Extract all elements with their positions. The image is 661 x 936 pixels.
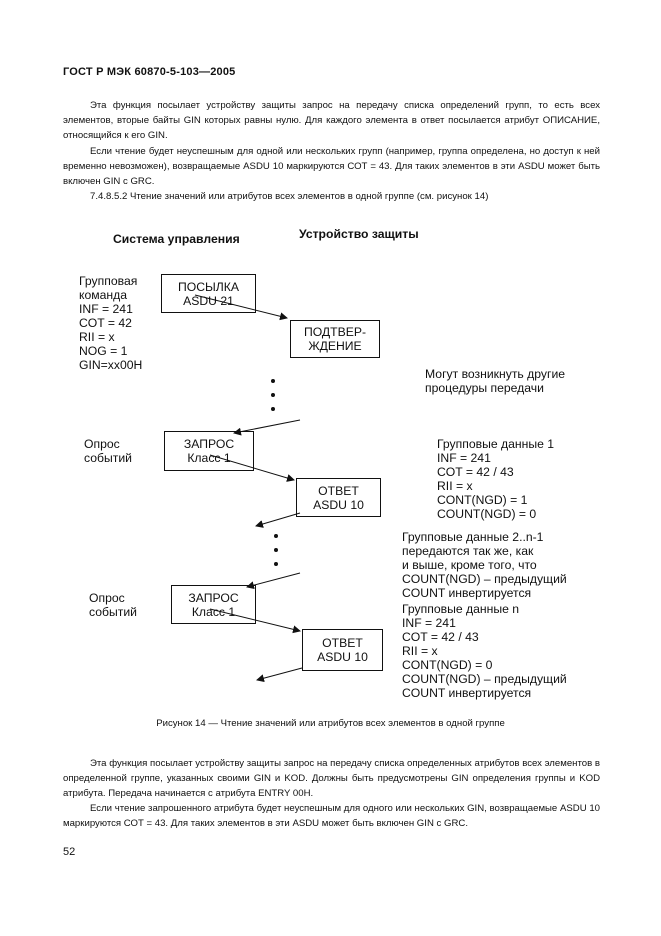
group-data-middle-line-1: Групповые данные 2..n-1: [402, 530, 544, 544]
group-data-n-line-1: Групповые данные n: [402, 602, 520, 616]
note-other-procedures-line-2: процедуры передачи: [425, 381, 544, 395]
group-data-1-line-1: Групповые данные 1: [437, 437, 555, 451]
group-command-label-line-5: RII = x: [79, 330, 115, 344]
arrow-after-answer-2: [256, 667, 303, 683]
figure-caption: Рисунок 14 — Чтение значений или атрибут…: [156, 718, 505, 729]
group-data-n-line-3: COT = 42 / 43: [402, 630, 479, 644]
box-send-asdu21: ПОСЫЛКА ASDU 21: [161, 274, 256, 313]
box-answer-1-line-1: ОТВЕТ: [318, 483, 359, 498]
group-data-1-line-5: CONT(NGD) = 1: [437, 493, 528, 507]
poll-events-label-1-line-1: Опрос: [84, 437, 120, 451]
group-data-middle-line-4: COUNT(NGD) – предыдущий: [402, 572, 567, 586]
group-data-1-line-4: RII = x: [437, 479, 473, 493]
paragraph-intro: Эта функция посылает устройству защиты з…: [63, 100, 600, 142]
group-command-label-line-7: GIN=xx00H: [79, 358, 143, 372]
poll-events-label-2-line-1: Опрос: [89, 591, 125, 605]
continuation-dots-2: [274, 534, 278, 566]
box-send-line-1: ПОСЫЛКА: [177, 279, 240, 294]
group-data-1-line-2: INF = 241: [437, 451, 491, 465]
group-data-n-line-2: INF = 241: [402, 616, 456, 630]
box-answer-2-line-2: ASDU 10: [317, 650, 368, 664]
box-request-2-line-1: ЗАПРОС: [188, 590, 239, 605]
group-data-1-line-3: COT = 42 / 43: [437, 465, 514, 479]
group-data-middle-line-3: и выше, кроме того, что: [402, 558, 537, 572]
group-command-label-line-3: INF = 241: [79, 302, 133, 316]
group-data-middle-line-2: передаются так же, как: [402, 544, 534, 558]
group-command-label-line-6: NOG = 1: [79, 344, 128, 358]
paragraph-error-handling: Если чтение будет неуспешным для одной и…: [63, 146, 600, 188]
poll-events-label-2-line-2: событий: [89, 605, 137, 619]
paragraph-attribute-errors: Если чтение запрошенного атрибута будет …: [63, 803, 600, 830]
group-data-middle-line-5: COUNT инвертируется: [402, 586, 532, 600]
group-command-label-line-2: команда: [79, 288, 128, 302]
group-data-n-line-7: COUNT инвертируется: [402, 686, 532, 700]
page-number: 52: [63, 846, 76, 858]
box-confirm-line-2: ЖДЕНИЕ: [308, 339, 362, 353]
box-request-1-line-2: Класс 1: [187, 451, 231, 465]
box-request-1-line-1: ЗАПРОС: [183, 437, 235, 451]
poll-events-label-1-line-2: событий: [84, 451, 132, 465]
box-request-class1-second: ЗАПРОС Класс 1: [171, 585, 256, 624]
group-data-n-line-6: COUNT(NGD) – предыдущий: [402, 672, 567, 686]
box-confirm-line-1: ПОДТВЕР-: [303, 325, 367, 339]
box-answer-asdu10-first: ОТВЕТ ASDU 10: [296, 478, 381, 517]
section-heading: 7.4.8.5.2 Чтение значений или атрибутов …: [90, 191, 489, 202]
group-data-n-line-5: CONT(NGD) = 0: [402, 658, 493, 672]
box-answer-1-line-2: ASDU 10: [313, 497, 364, 512]
box-request-2-line-2: Класс 1: [191, 604, 236, 619]
group-command-label-line-4: COT = 42: [79, 316, 132, 330]
box-answer-asdu10-second: ОТВЕТ ASDU 10: [302, 629, 383, 671]
box-send-line-2: ASDU 21: [183, 293, 234, 308]
note-other-procedures-line-1: Могут возникнуть другие: [425, 367, 566, 381]
column-header-protection-device: Устройство защиты: [299, 227, 419, 241]
document-header: ГОСТ Р МЭК 60870-5-103—2005: [63, 66, 236, 78]
paragraph-attributes: Эта функция посылает устройству защиты з…: [63, 758, 600, 800]
group-data-n-line-4: RII = x: [402, 644, 438, 658]
column-header-control-system: Система управления: [113, 232, 240, 246]
group-command-label-line-1: Групповая: [79, 274, 138, 288]
group-data-1-line-6: COUNT(NGD) = 0: [437, 507, 537, 521]
box-confirmation: ПОДТВЕР- ЖДЕНИЕ: [290, 320, 380, 358]
box-answer-2-line-1: ОТВЕТ: [322, 636, 363, 650]
arrow-after-answer-1: [255, 512, 301, 528]
continuation-dots-1: [271, 379, 275, 411]
box-request-class1-first: ЗАПРОС Класс 1: [164, 431, 254, 471]
